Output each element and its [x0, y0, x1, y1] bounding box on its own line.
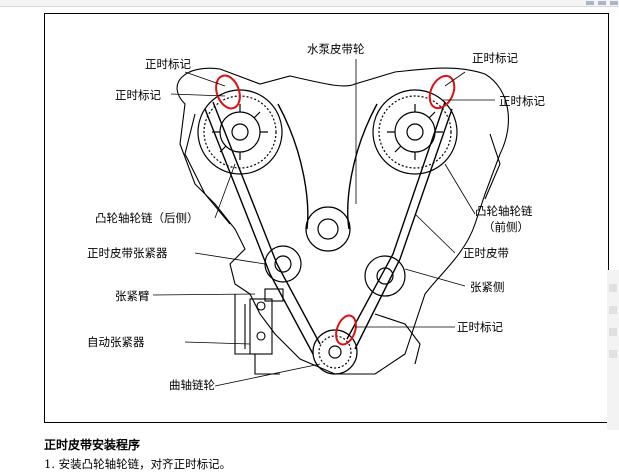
label-timing-mark: 正时标记	[145, 57, 191, 71]
window-top-strip	[0, 0, 619, 7]
engine-drawing	[152, 59, 509, 387]
section-title: 正时皮带安装程序	[44, 438, 141, 452]
procedure-step: 1. 安装凸轮轴轮链，对齐正时标记。	[44, 457, 232, 471]
label-cam-chain-front: 凸轮轴轮链	[475, 204, 533, 218]
toolbar-icon	[586, 1, 594, 5]
label-auto-tensioner: 自动张紧器	[87, 335, 145, 349]
label-cam-chain-front-side: （前侧）	[483, 220, 529, 234]
scroll-marker	[609, 350, 617, 358]
label-timing-mark: 正时标记	[472, 51, 518, 65]
toolbar-icon	[610, 1, 618, 5]
label-timing-belt: 正时皮带	[463, 246, 509, 260]
label-tensioner-arm: 张紧臂	[115, 289, 150, 303]
cam-sprocket-rear	[197, 89, 283, 175]
scroll-marker	[609, 328, 617, 336]
toolbar-icon	[598, 1, 606, 5]
timing-belt	[204, 101, 453, 355]
label-timing-mark: 正时标记	[499, 94, 545, 108]
water-pump-pulley	[305, 206, 351, 252]
label-crankshaft-sprocket: 曲轴链轮	[169, 378, 215, 392]
label-timing-belt-tensioner: 正时皮带张紧器	[87, 246, 168, 260]
label-cam-chain-rear: 凸轮轴轮链（后侧）	[95, 211, 199, 225]
label-water-pump-pulley: 水泵皮带轮	[307, 42, 365, 56]
auto-tensioner	[249, 288, 284, 355]
crankshaft-sprocket	[312, 329, 358, 375]
side-scrollbar[interactable]	[607, 270, 619, 430]
label-timing-mark: 正时标记	[115, 88, 161, 102]
timing-belt-diagram: 正时标记 正时标记 水泵皮带轮 正时标记 正时标记 凸轮轴轮链（后侧） 凸轮轴轮…	[44, 13, 609, 423]
label-timing-mark-crank: 正时标记	[457, 320, 503, 334]
scroll-marker	[609, 306, 617, 314]
label-tension-side: 张紧侧	[470, 280, 505, 294]
scroll-marker	[609, 284, 617, 292]
